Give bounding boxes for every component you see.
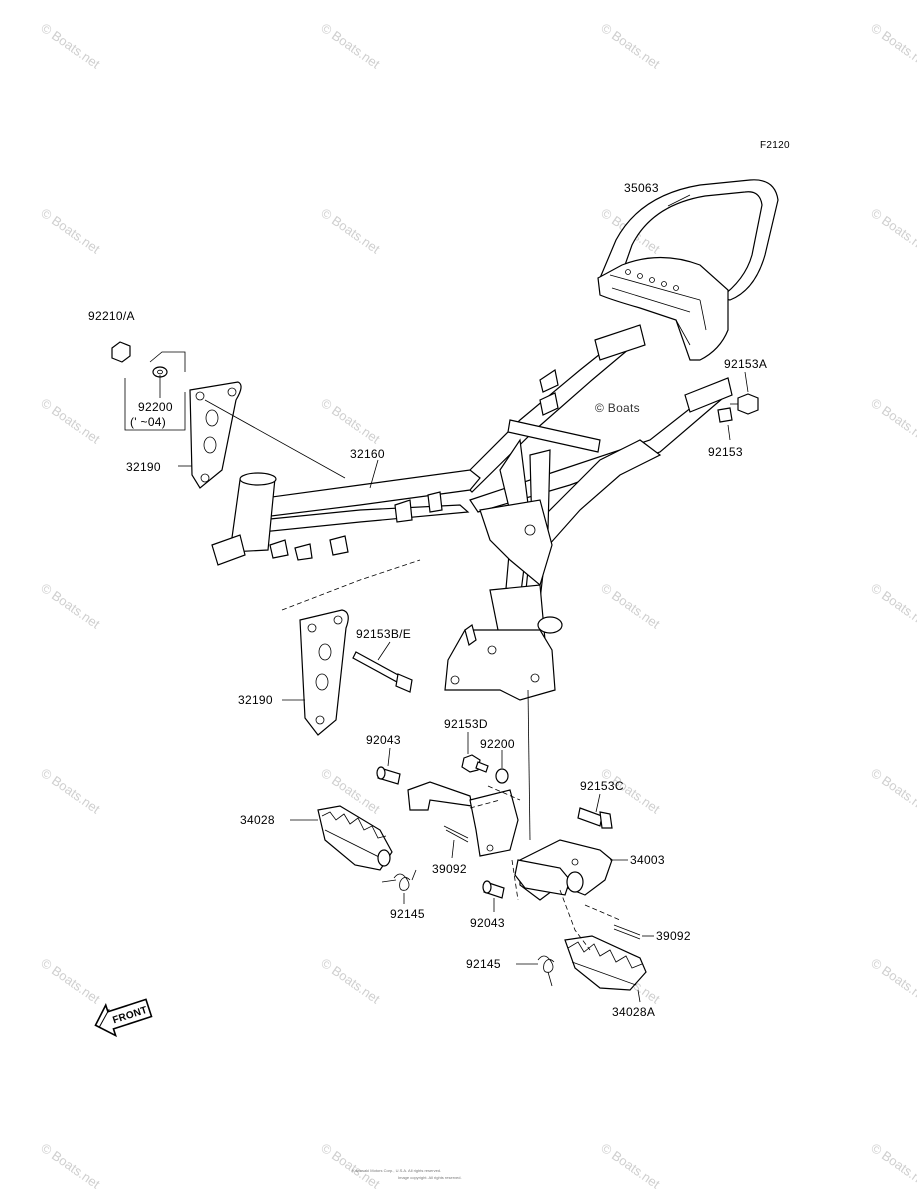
label-92153D: 92153D	[444, 717, 488, 731]
watermark: © Boats.net	[868, 395, 917, 447]
watermark: © Boats.net	[318, 955, 383, 1007]
rear-carrier-drawing	[597, 179, 779, 361]
watermark: © Boats.net	[38, 395, 103, 447]
label-92043-lower: 92043	[470, 916, 505, 930]
watermark: © Boats.net	[318, 20, 383, 72]
label-92200-note: (' ~04)	[130, 415, 166, 429]
watermark: © Boats.net	[38, 20, 103, 72]
footer-copyright: Kawasaki Motors Corp., U.S.A. All rights…	[352, 1168, 441, 1173]
watermark: © Boats.net	[38, 205, 103, 257]
watermark: © Boats.net	[318, 205, 383, 257]
watermark: © Boats.net	[868, 765, 917, 817]
diagram-watermark: © Boats	[595, 401, 640, 415]
upper-bracket-drawing	[111, 341, 242, 489]
watermark: © Boats.net	[318, 1140, 383, 1192]
label-92145-left: 92145	[390, 907, 425, 921]
label-92210A: 92210/A	[88, 309, 135, 323]
label-35063: 35063	[624, 181, 659, 195]
label-92153BE: 92153B/E	[356, 627, 411, 641]
watermark: © Boats.net	[38, 765, 103, 817]
watermark: © Boats.net	[868, 580, 917, 632]
watermark: © Boats.net	[868, 205, 917, 257]
rear-bolts-drawing	[717, 393, 759, 423]
label-92153C: 92153C	[580, 779, 624, 793]
label-34028A: 34028A	[612, 1005, 655, 1019]
label-34028: 34028	[240, 813, 275, 827]
watermark: © Boats.net	[38, 1140, 103, 1192]
label-92200-lower: 92200	[480, 737, 515, 751]
main-frame-drawing	[211, 324, 733, 701]
label-32160: 32160	[350, 447, 385, 461]
watermark: © Boats.net	[318, 395, 383, 447]
watermark: © Boats.net	[38, 955, 103, 1007]
footrest-drawing	[317, 754, 647, 991]
lower-bracket-drawing	[299, 609, 413, 736]
label-39092-left: 39092	[432, 862, 467, 876]
label-92200-top: 92200	[138, 400, 173, 414]
watermark: © Boats.net	[598, 20, 663, 72]
front-arrow-icon: FRONT	[94, 998, 153, 1038]
footer-copyright-2: Image copyright. All rights reserved.	[398, 1175, 462, 1180]
watermark: © Boats.net	[598, 1140, 663, 1192]
watermark: © Boats.net	[598, 580, 663, 632]
label-92043-top: 92043	[366, 733, 401, 747]
label-92153: 92153	[708, 445, 743, 459]
label-39092-right: 39092	[656, 929, 691, 943]
figure-id: F2120	[760, 140, 790, 151]
label-32190-bottom: 32190	[238, 693, 273, 707]
label-92145-right: 92145	[466, 957, 501, 971]
label-34003: 34003	[630, 853, 665, 867]
watermark-layer: © Boats.net © Boats.net © Boats.net © Bo…	[38, 20, 917, 1192]
label-92153A: 92153A	[724, 357, 767, 371]
watermark: © Boats.net	[868, 1140, 917, 1192]
watermark: © Boats.net	[868, 20, 917, 72]
watermark: © Boats.net	[868, 955, 917, 1007]
watermark: © Boats.net	[38, 580, 103, 632]
label-32190-top: 32190	[126, 460, 161, 474]
